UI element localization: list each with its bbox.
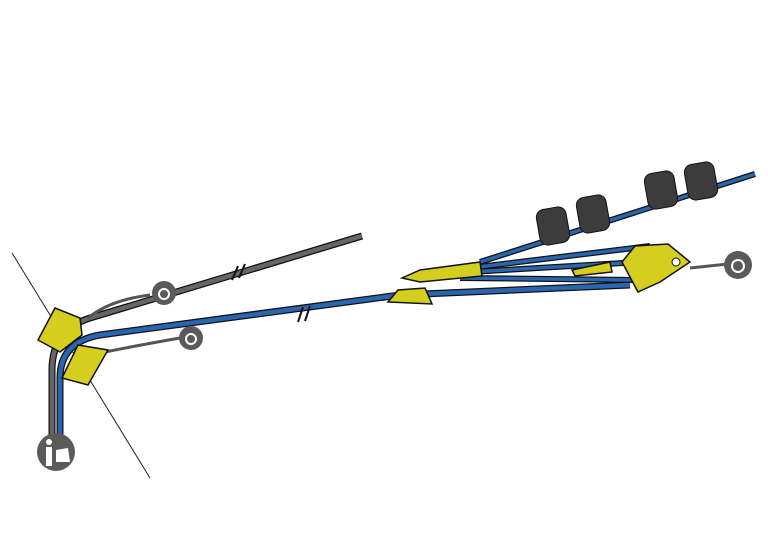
gray-rope (48, 232, 364, 450)
gloved-hand-icon (535, 206, 571, 246)
gloved-hand-icon (683, 161, 719, 201)
progress-capture-device (386, 287, 434, 305)
gloved-hand-icon (643, 170, 679, 210)
anchor-icon (724, 251, 752, 279)
anchor-icon (179, 326, 203, 350)
gloved-hand-icon (575, 194, 611, 234)
small-carabiner (570, 261, 613, 277)
rope-break-mark (297, 305, 311, 323)
anchor-sling (689, 262, 729, 270)
anchor-plate (36, 307, 83, 353)
rope-break-mark (231, 263, 246, 281)
rope-grab-carabiner (399, 261, 483, 283)
rescuer-with-load-icon (37, 433, 75, 471)
anchor-sling (104, 336, 181, 354)
blue-main-rope (56, 281, 631, 450)
anchor-sling (87, 293, 151, 320)
pulley (621, 243, 692, 293)
anchor-icon (152, 281, 176, 305)
rope-clamp-device (60, 344, 110, 386)
